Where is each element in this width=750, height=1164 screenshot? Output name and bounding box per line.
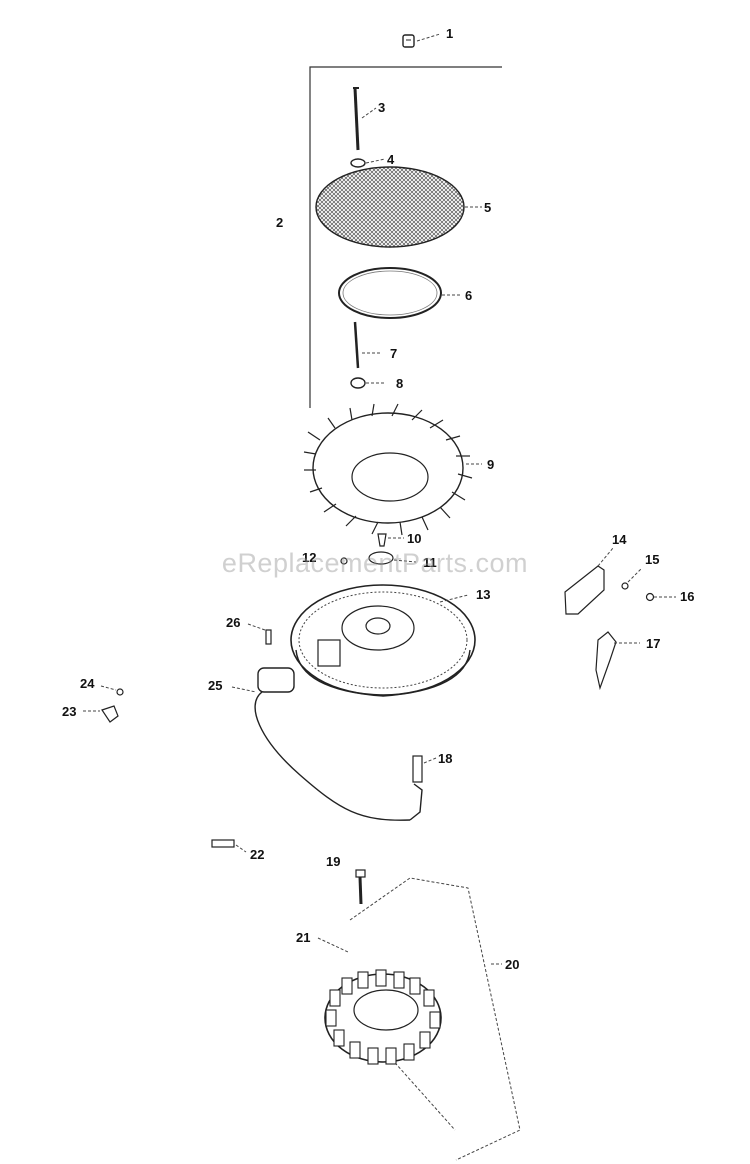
part-10-key [377, 533, 404, 547]
part-11-washer [368, 551, 417, 565]
label-part-14: 14 [612, 532, 627, 547]
part-7-pin [353, 321, 380, 369]
part-22-tie [211, 839, 247, 853]
part-19-screw [355, 869, 366, 905]
label-part-23: 23 [62, 704, 76, 719]
label-part-25: 25 [208, 678, 222, 693]
label-part-18: 18 [438, 751, 452, 766]
part-17-clip [595, 631, 640, 691]
label-part-4: 4 [387, 152, 395, 167]
part-25-ignition-lead [231, 667, 423, 821]
part-13-flywheel [290, 584, 476, 697]
label-part-20: 20 [505, 957, 519, 972]
label-part-1: 1 [446, 26, 453, 41]
part-15-screw [621, 567, 643, 590]
part-9-fan [303, 403, 482, 536]
part-4-washer [350, 158, 386, 168]
part-2-bracket [309, 66, 502, 408]
label-part-7: 7 [390, 346, 397, 361]
part-8-nut [350, 377, 385, 389]
part-5-screen [315, 166, 482, 248]
label-part-10: 10 [407, 531, 421, 546]
part-16-nut [645, 592, 676, 602]
label-part-12: 12 [302, 550, 316, 565]
label-part-2: 2 [276, 215, 283, 230]
label-part-15: 15 [645, 552, 659, 567]
part-24-screw [100, 685, 124, 696]
part-3-bolt [353, 87, 377, 151]
part-23-clip [83, 705, 119, 723]
label-part-3: 3 [378, 100, 385, 115]
label-part-22: 22 [250, 847, 264, 862]
label-part-13: 13 [476, 587, 490, 602]
label-part-11: 11 [423, 555, 437, 570]
label-part-5: 5 [484, 200, 491, 215]
part-12-pin [340, 557, 348, 565]
part-26-pin [247, 623, 272, 645]
label-part-21: 21 [296, 930, 310, 945]
part-14-bracket [564, 547, 614, 615]
part-6-ring [338, 267, 462, 319]
part-1-nut [402, 33, 441, 48]
label-part-19: 19 [326, 854, 340, 869]
label-part-9: 9 [487, 457, 494, 472]
part-21-stator [317, 937, 442, 1065]
part-18-plug-terminal [412, 755, 437, 783]
label-part-24: 24 [80, 676, 95, 691]
label-part-26: 26 [226, 615, 240, 630]
label-part-17: 17 [646, 636, 660, 651]
label-part-8: 8 [396, 376, 403, 391]
label-part-16: 16 [680, 589, 694, 604]
label-part-6: 6 [465, 288, 472, 303]
